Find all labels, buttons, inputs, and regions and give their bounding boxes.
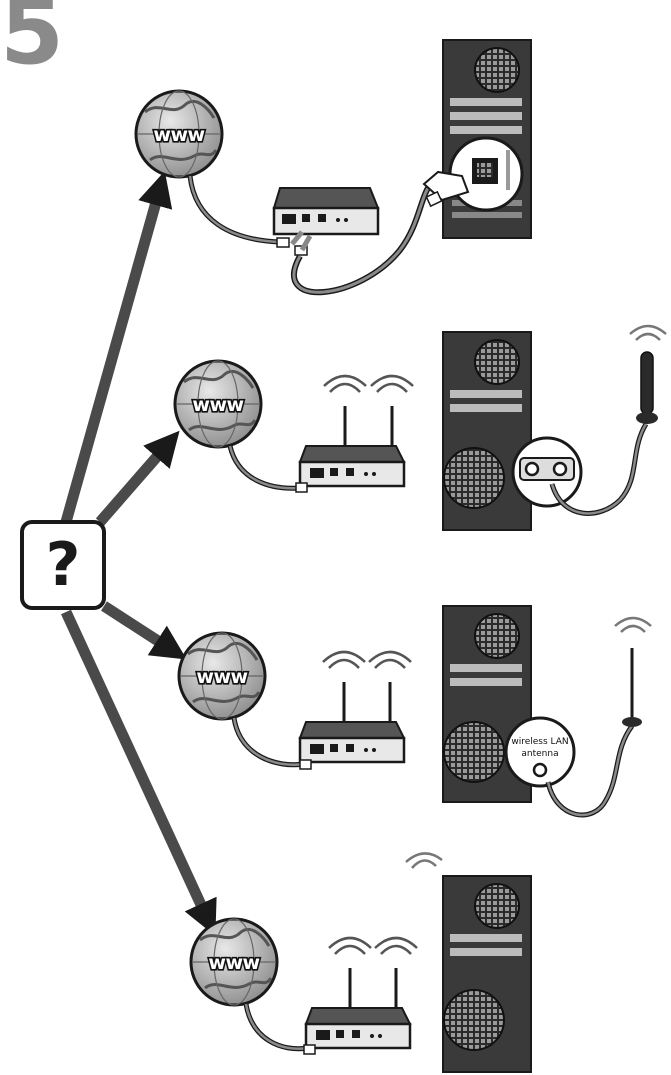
globe-label: www — [196, 666, 247, 688]
antenna-icon — [630, 326, 666, 424]
option-wired: www — [136, 40, 531, 292]
wireless-router-icon — [296, 376, 413, 492]
wireless-lan-label: wireless LAN — [511, 737, 568, 747]
antenna-label: antenna — [521, 749, 558, 759]
option-wireless-lan-antenna: www — [179, 606, 651, 815]
globe-icon: www — [179, 633, 265, 719]
arrow-to-option-2 — [100, 444, 168, 522]
modem-icon — [274, 188, 378, 234]
computer-tower-icon — [443, 40, 531, 238]
globe-label: www — [208, 952, 259, 974]
decision-box: ? — [20, 520, 106, 610]
wireless-router-icon — [300, 652, 411, 769]
globe-icon: www — [136, 91, 222, 177]
antenna-icon — [615, 618, 651, 727]
globe-label: www — [153, 124, 204, 146]
globe-icon: www — [175, 361, 261, 447]
option-wireless-external-antenna: www — [175, 326, 666, 530]
wireless-router-icon — [304, 938, 417, 1054]
computer-tower-icon — [406, 853, 531, 1072]
arrow-to-option-3 — [104, 606, 172, 650]
option-wireless-builtin: www — [191, 853, 531, 1072]
globe-icon: www — [191, 919, 277, 1005]
ethernet-plug-icon — [277, 232, 310, 255]
question-mark: ? — [46, 535, 81, 595]
globe-label: www — [192, 394, 243, 416]
computer-tower-icon: wireless LAN antenna — [443, 606, 574, 802]
